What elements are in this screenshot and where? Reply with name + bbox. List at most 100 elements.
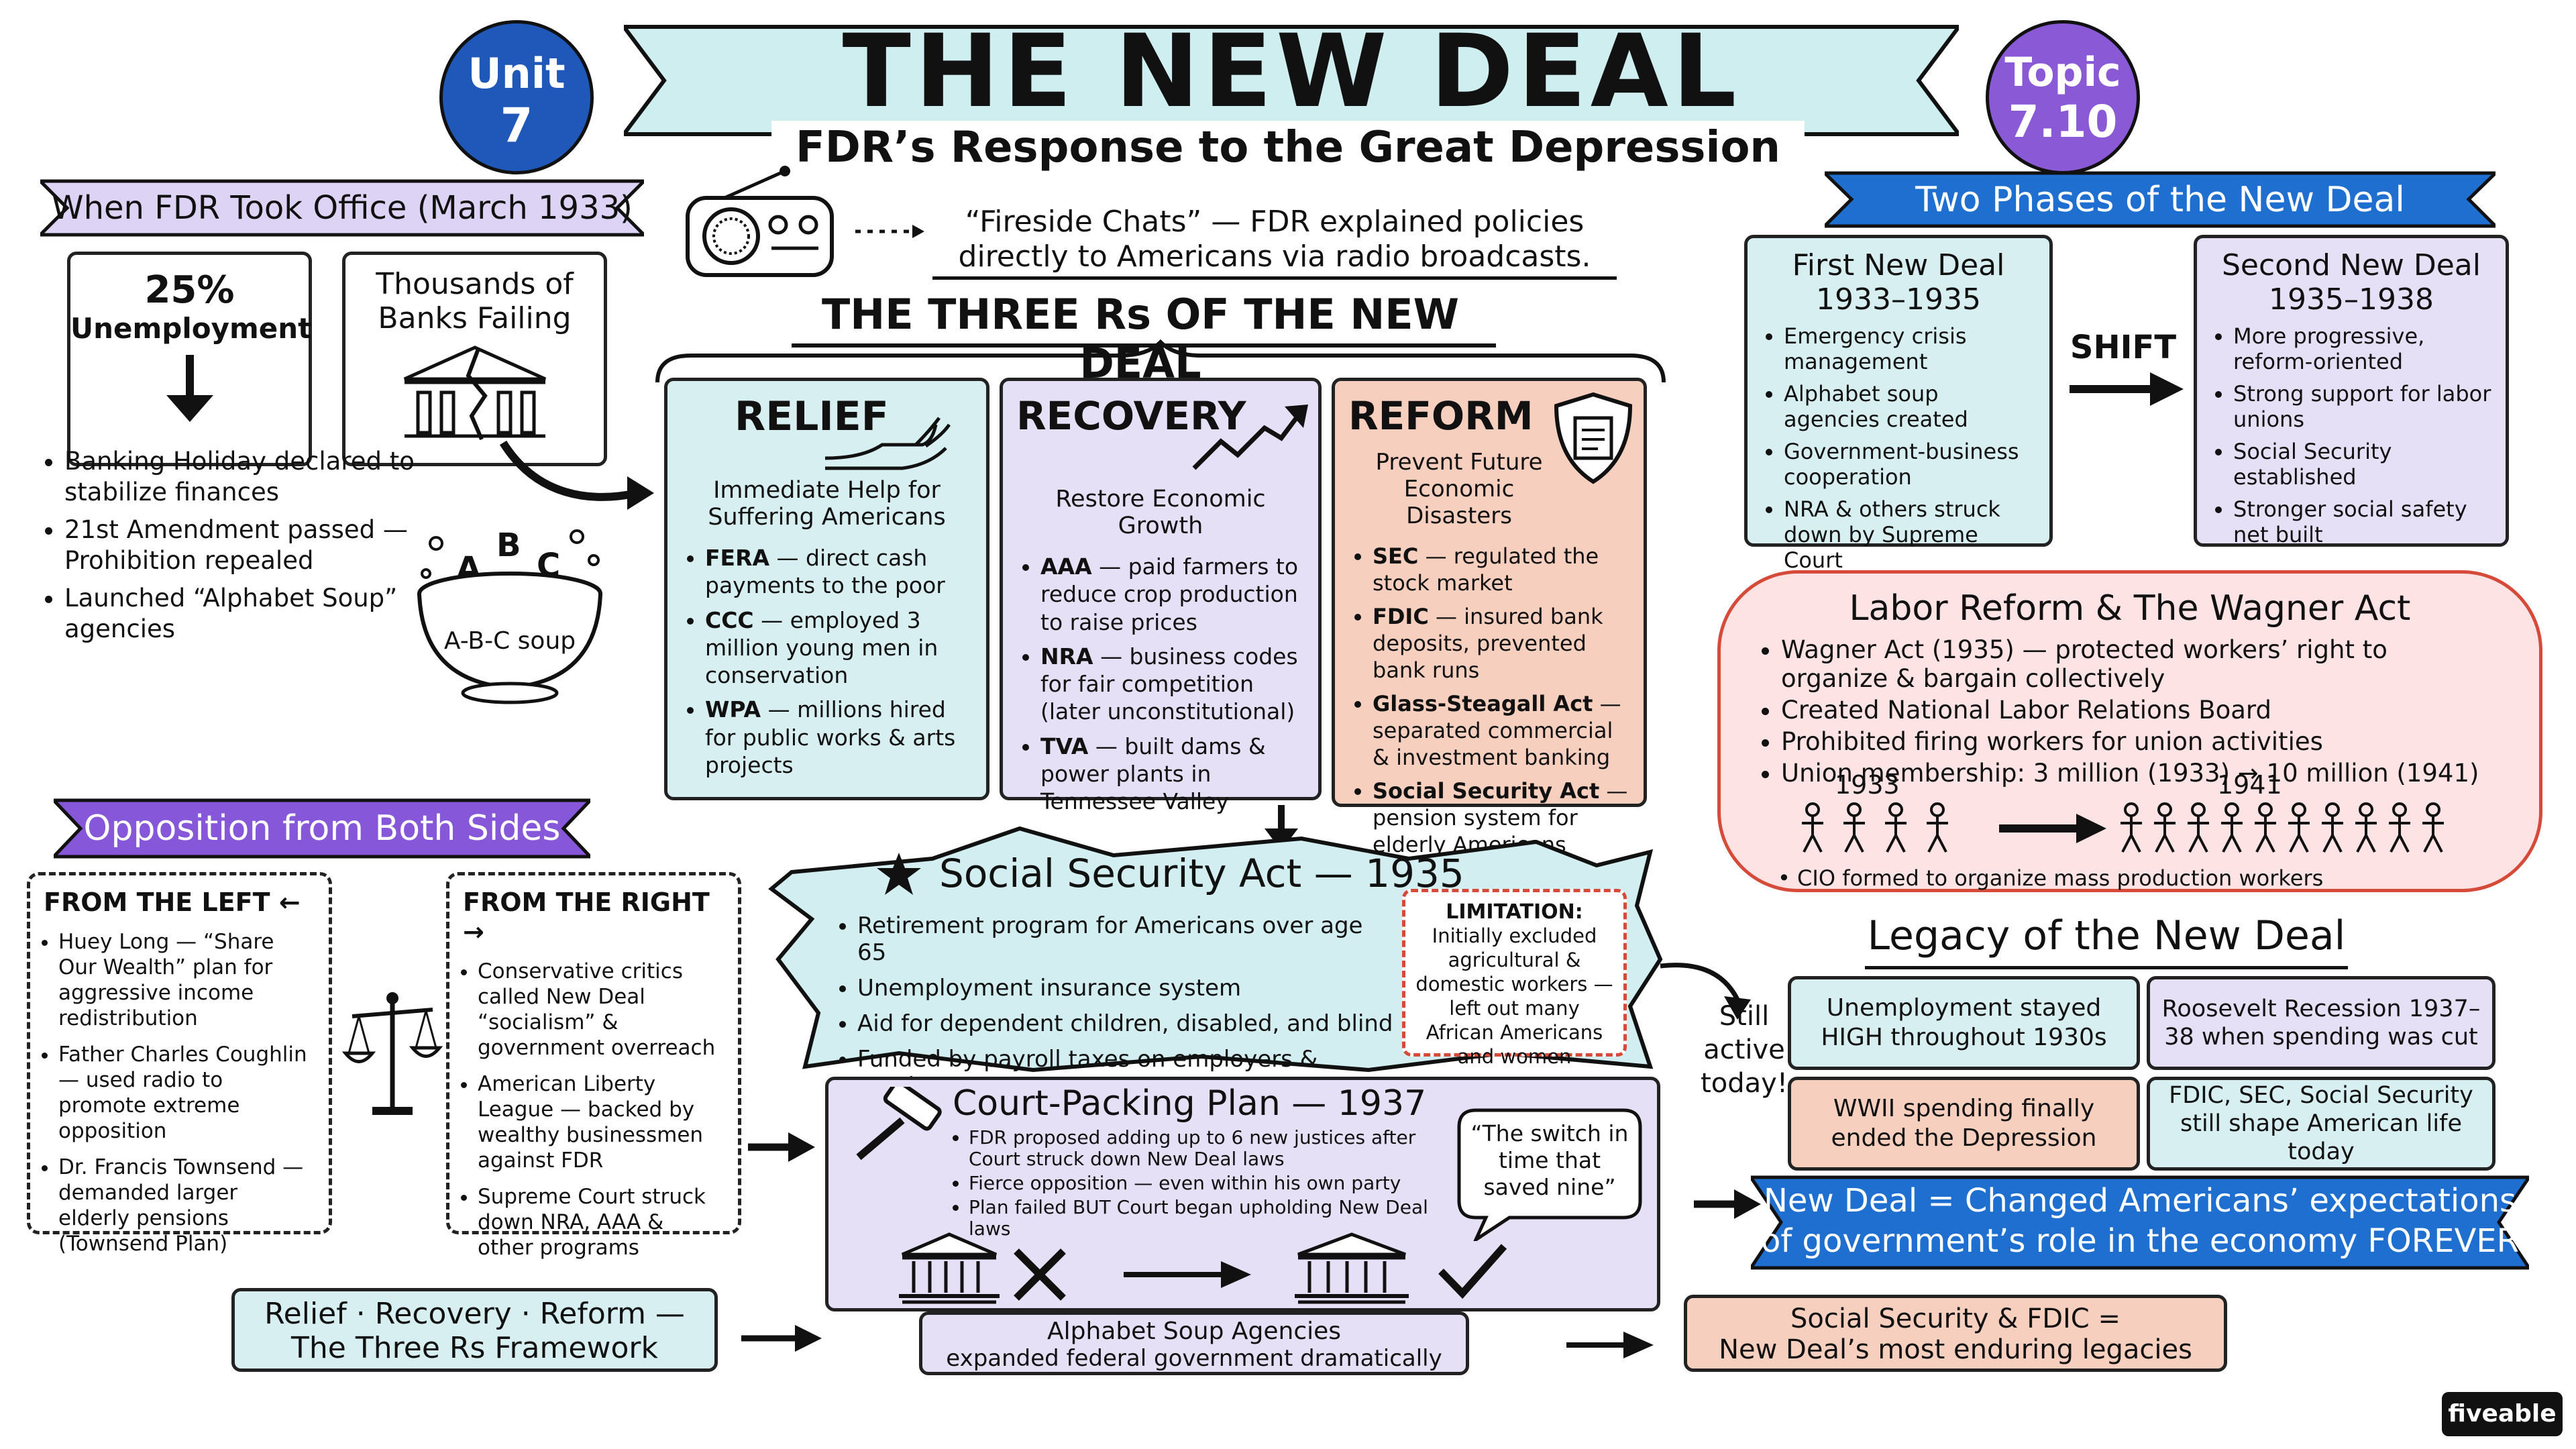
limitation-text: Initially excluded agricultural & domest… [1415,924,1613,1068]
when-fdr-bullets: Banking Holiday declared to stabilize fi… [40,446,416,651]
relief-item: CCC — employed 3 million young men in co… [705,606,973,690]
reform-item: Social Security Act — pension system for… [1373,777,1630,858]
worker-figure-icon [2422,802,2444,853]
legacy-title: Legacy of the New Deal [1867,912,2346,959]
relief-term: CCC [705,606,754,633]
banks-box: Thousands of Banks Failing [342,252,607,466]
cio-note: • CIO formed to organize mass production… [1778,865,2323,891]
helping-hand-icon [824,417,951,470]
when-fdr-bullet: Launched “Alphabet Soup” agencies [64,583,416,645]
worker-figure-icon [2389,802,2410,853]
relief-text: — direct cash payments to the poor [705,545,945,599]
reform-term: Glass-Steagall Act [1373,691,1593,716]
first-new-deal-item: Emergency crisis management [1784,323,2037,374]
x-mark-icon [1014,1248,1066,1301]
second-new-deal-item: Social Security established [2233,439,2493,490]
soup-letter-b: B [496,527,521,564]
second-new-deal-item: More progressive, reform-oriented [2233,323,2493,374]
fireside-arrow-icon [855,225,924,238]
from-right-item: American Liberty League — backed by weal… [478,1071,724,1173]
three-rs-underline [792,343,1496,347]
right-arrow-icon [1566,1332,1654,1358]
reform-item: SEC — regulated the stock market [1373,543,1630,596]
union-figures-1933 [1802,802,1948,853]
first-new-deal-card: First New Deal 1933–1935 Emergency crisi… [1744,235,2053,573]
gavel-icon [856,1087,942,1161]
right-arrow-icon [1999,814,2106,843]
first-new-deal-years: 1933–1935 [1816,282,1981,317]
scales-icon [342,992,443,1115]
still-active-note: Still active today! [1694,1000,1794,1100]
second-new-deal-item: Stronger social safety net built [2233,496,2493,547]
labor-item: Union membership: 3 million (1933) → 10 … [1781,759,2499,788]
phases-banner: Two Phases of the New Deal [1915,180,2405,220]
reform-subtitle: Prevent Future Economic Disasters [1375,449,1543,529]
reform-text: — separated commercial & investment bank… [1373,691,1621,770]
social-security-item: Unemployment insurance system [857,975,1395,1002]
from-left-item: Dr. Francis Townsend — demanded larger e… [58,1155,315,1256]
legacy-cell-agencies: FDIC, SEC, Social Security still shape A… [2147,1077,2496,1171]
labor-item: Wagner Act (1935) — protected workers’ r… [1781,635,2499,693]
still-active-line1: Still [1719,1001,1770,1032]
second-new-deal-title: Second New Deal [2221,248,2481,282]
court-packing-item: FDR proposed adding up to 6 new justices… [969,1127,1436,1170]
union-year-1941: 1941 [2217,770,2282,800]
curved-arrow-icon [499,440,654,510]
legacy-cell-unemployment: Unemployment stayed HIGH throughout 1930… [1788,976,2140,1070]
when-fdr-bullet: 21st Amendment passed — Prohibition repe… [64,515,416,576]
worker-figure-icon [2288,802,2310,853]
reform-item: Glass-Steagall Act — separated commercia… [1373,690,1630,771]
radio-icon [686,166,834,277]
reform-item: FDIC — insured bank deposits, prevented … [1373,603,1630,684]
worker-figure-icon [2188,802,2209,853]
still-active-line2: active [1703,1034,1785,1065]
checkmark-icon [1438,1244,1507,1299]
relief-item: FERA — direct cash payments to the poor [705,544,973,600]
banks-line1: Thousands of [376,267,574,301]
legacy-cell-wwii: WWII spending finally ended the Depressi… [1788,1077,2140,1171]
legacy-underline [1865,966,2348,969]
from-left-box: FROM THE LEFT ← Huey Long — “Share Our W… [27,872,332,1256]
first-new-deal-title: First New Deal [1792,248,2005,282]
legacy-cell-text: Unemployment stayed HIGH throughout 1930… [1821,994,2107,1051]
recovery-item: NRA — business codes for fair competitio… [1040,643,1305,726]
from-right-box: FROM THE RIGHT → Conservative critics ca… [446,872,741,1260]
right-arrow-icon [1124,1261,1251,1288]
worker-figure-icon [1843,802,1865,853]
reform-term: Social Security Act [1373,778,1600,804]
social-security-item: Retirement program for Americans over ag… [857,912,1395,966]
legacy-banner: New Deal = Changed Americans’ expectatio… [1758,1181,2522,1261]
unit-badge: Unit 7 [439,20,594,174]
page-title: THE NEW DEAL [842,13,1741,130]
social-security-item: Aid for dependent children, disabled, an… [857,1010,1395,1037]
legacy-cell-recession: Roosevelt Recession 1937–38 when spendin… [2147,976,2496,1070]
worker-figure-icon [1885,802,1907,853]
from-right-item: Supreme Court struck down NRA, AAA & oth… [478,1184,724,1260]
limitation-title: LIMITATION: [1446,900,1583,924]
still-active-line3: today! [1701,1068,1788,1099]
phases-banner-shape [1825,171,2496,228]
soup-label: A-B-C soup [443,627,576,655]
unemployment-box: 25% Unemployment [67,252,312,466]
shield-document-icon [1554,392,1633,484]
growth-arrow-icon [1192,405,1308,470]
reform-term: FDIC [1373,604,1429,629]
worker-figure-icon [1802,802,1823,853]
legacy-banner-line2: of government’s role in the economy FORE… [1761,1222,2519,1260]
topic-badge: Topic 7.10 [1986,20,2140,174]
legacy-cell-text: Roosevelt Recession 1937–38 when spendin… [2161,996,2481,1051]
cio-text: CIO formed to organize mass production w… [1797,865,2324,891]
bottom-three-rs-line2: The Three Rs Framework [291,1331,658,1365]
worker-figure-icon [2355,802,2377,853]
from-right-title: FROM THE RIGHT → [463,888,710,947]
right-arrow-icon [1694,1189,1761,1219]
reform-text: — regulated the stock market [1373,543,1599,596]
fireside-line2: directly to Americans via radio broadcas… [958,239,1591,274]
bottom-alphabet-line1: Alphabet Soup Agencies [1046,1318,1342,1345]
right-arrow-icon [2070,372,2184,406]
broken-bank-icon [403,345,546,441]
bottom-alphabet-line2: expanded federal government dramatically [946,1345,1442,1372]
from-left-item: Huey Long — “Share Our Wealth” plan for … [58,929,315,1031]
recovery-text: — paid farmers to reduce crop production… [1040,553,1299,635]
cio-bullet: • [1778,865,1798,891]
